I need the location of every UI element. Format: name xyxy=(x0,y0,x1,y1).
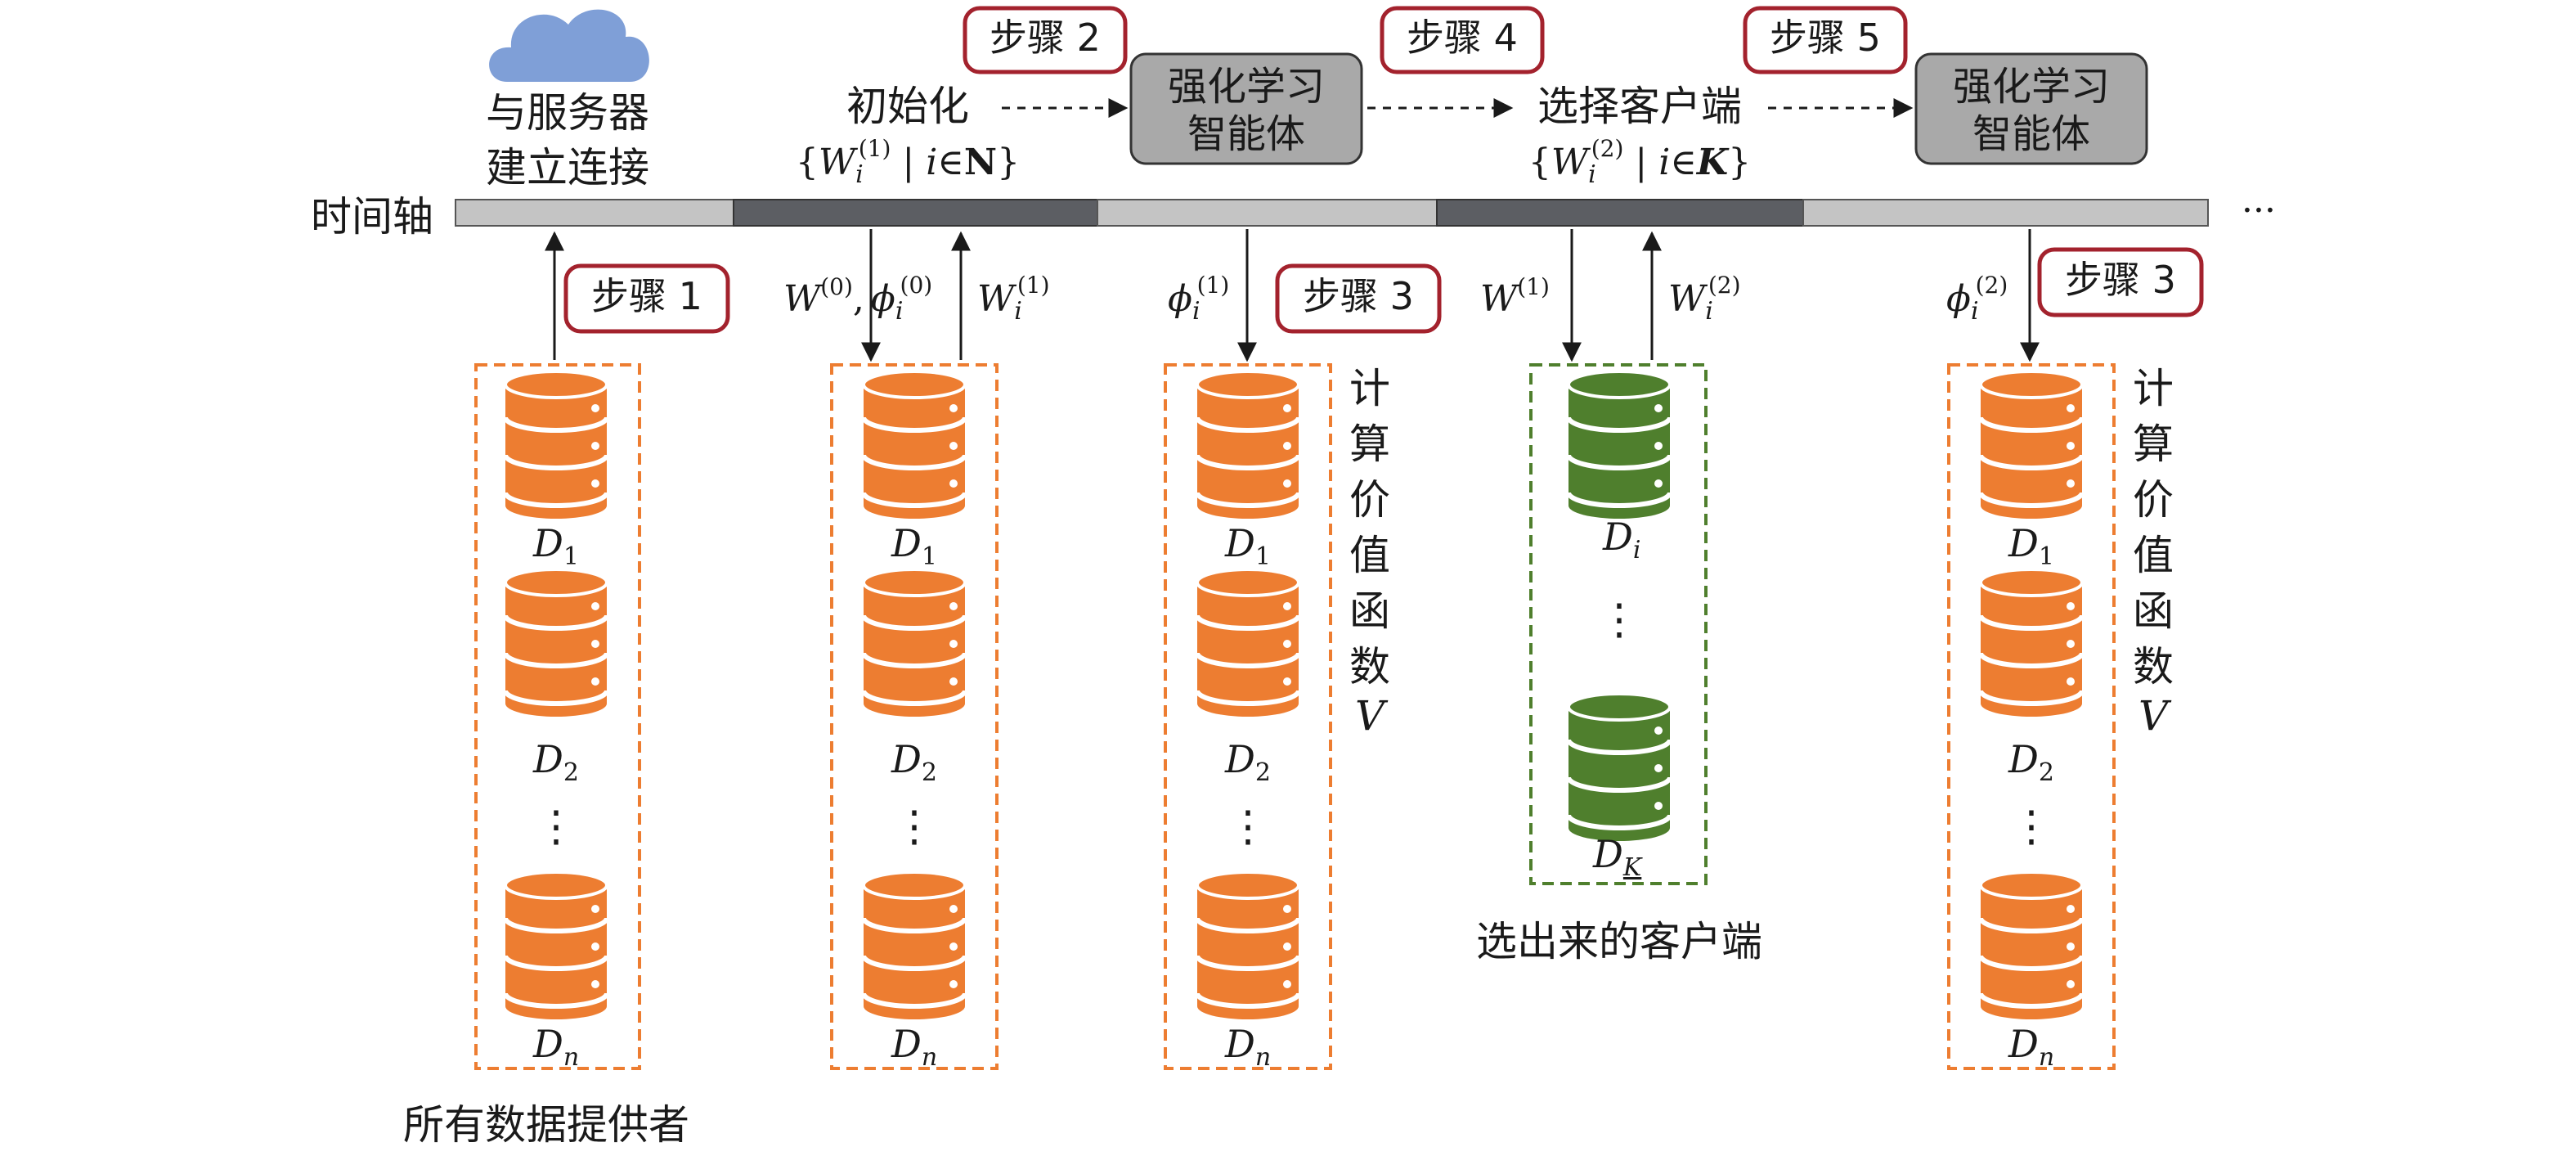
database-icon-providers-3 xyxy=(503,870,609,1019)
svg-text:函: 函 xyxy=(2133,587,2174,635)
db-label-Dn-value1: Dn xyxy=(1224,1022,1271,1072)
label-phi-i1: ϕi(1) xyxy=(1168,272,1229,326)
svg-text:算: 算 xyxy=(1349,421,1390,468)
vertical-ellipsis-value1: ⋮ xyxy=(1227,803,1269,852)
database-icon-value2-3 xyxy=(1978,870,2085,1019)
group-init-clients xyxy=(830,363,999,1070)
svg-text:价: 价 xyxy=(1349,476,1390,524)
svg-text:数: 数 xyxy=(2133,643,2174,690)
cloud-icon xyxy=(489,9,649,82)
db-label-Dn-init: Dn xyxy=(891,1022,937,1072)
svg-text:值: 值 xyxy=(1349,532,1390,579)
svg-text:计: 计 xyxy=(2133,365,2174,412)
db-label-D2-providers: D2 xyxy=(532,737,579,787)
timeline-label: 时间轴 xyxy=(311,193,433,241)
database-icon-providers-1 xyxy=(503,370,609,519)
db-label-D1-value2: D1 xyxy=(2008,521,2054,571)
svg-text:强化学习: 强化学习 xyxy=(1953,64,2110,110)
svg-text:数: 数 xyxy=(1349,643,1390,690)
step-3-badge-a: 步骤 3 xyxy=(1275,263,1442,334)
svg-text:智能体: 智能体 xyxy=(1972,111,2090,157)
init-label: 初始化 xyxy=(846,83,969,130)
server-connect-line1: 与服务器 xyxy=(486,89,649,137)
group-selected-clients xyxy=(1529,363,1708,885)
step-4-badge: 步骤 4 xyxy=(1380,6,1545,74)
database-icon-value1-2 xyxy=(1195,568,1301,717)
database-icon-value1-3 xyxy=(1195,870,1301,1019)
init-set-formula: {Wi(1) | i∈N} xyxy=(796,135,1020,189)
label-wi2: Wi(2) xyxy=(1668,272,1741,326)
database-icon-init-1 xyxy=(861,370,967,519)
timeline-bar xyxy=(455,199,2209,227)
db-label-D2-init: D2 xyxy=(891,737,937,787)
db-label-Dn-value2: Dn xyxy=(2008,1022,2054,1072)
database-icon-value2-2 xyxy=(1978,568,2085,717)
db-label-D2-value1: D2 xyxy=(1224,737,1271,787)
db-label-D1-init: D1 xyxy=(891,521,937,571)
server-connect-line2: 建立连接 xyxy=(486,144,649,191)
database-icon-value2-1 xyxy=(1978,370,2085,519)
step-2-badge: 步骤 2 xyxy=(963,6,1128,74)
vertical-ellipsis-providers: ⋮ xyxy=(535,803,577,852)
svg-text:步骤 3: 步骤 3 xyxy=(2065,258,2176,302)
database-icon-selected-i xyxy=(1566,370,1672,519)
label-wi1: Wi(1) xyxy=(977,272,1050,326)
svg-text:步骤 3: 步骤 3 xyxy=(1303,274,1414,318)
svg-text:V: V xyxy=(2138,692,2172,740)
label-w0-phi0: W(0),ϕi(0) xyxy=(783,272,932,326)
database-icon-selected-K xyxy=(1566,692,1672,841)
svg-text:步骤 1: 步骤 1 xyxy=(591,274,702,318)
svg-text:计: 计 xyxy=(1349,365,1390,412)
db-label-Di: Di xyxy=(1602,515,1641,565)
rl-agent-box-1: 强化学习 智能体 xyxy=(1129,52,1363,165)
caption-all-providers: 所有数据提供者 xyxy=(403,1101,689,1149)
select-set-formula: {Wi(2) | i∈K} xyxy=(1528,135,1751,189)
step-5-badge: 步骤 5 xyxy=(1743,6,1908,74)
label-w1: W(1) xyxy=(1480,273,1550,320)
step-1-badge: 步骤 1 xyxy=(563,263,730,334)
svg-text:步骤 4: 步骤 4 xyxy=(1407,16,1518,60)
db-label-DK: DK xyxy=(1592,832,1643,882)
group-all-providers xyxy=(474,363,641,1070)
svg-text:步骤 5: 步骤 5 xyxy=(1770,16,1881,60)
db-label-Dn-providers: Dn xyxy=(532,1022,579,1072)
rl-agent-box-2: 强化学习 智能体 xyxy=(1914,52,2148,165)
database-icon-init-3 xyxy=(861,870,967,1019)
database-icon-init-2 xyxy=(861,568,967,717)
svg-text:V: V xyxy=(1355,692,1389,740)
database-icon-value1-1 xyxy=(1195,370,1301,519)
svg-text:算: 算 xyxy=(2133,421,2174,468)
group-value-clients-1 xyxy=(1164,363,1332,1070)
db-label-D1-value1: D1 xyxy=(1224,521,1271,571)
label-phi-i2: ϕi(2) xyxy=(1946,272,2008,326)
vertical-ellipsis-init: ⋮ xyxy=(893,803,936,852)
db-label-D1-providers: D1 xyxy=(532,521,579,571)
vertical-ellipsis-selected: ⋮ xyxy=(1598,596,1640,645)
svg-text:值: 值 xyxy=(2133,532,2174,579)
svg-text:价: 价 xyxy=(2133,476,2174,524)
group-value-clients-2 xyxy=(1947,363,2116,1070)
svg-text:智能体: 智能体 xyxy=(1187,111,1305,157)
svg-text:函: 函 xyxy=(1349,587,1390,635)
timeline-continuation: ··· xyxy=(2242,190,2276,232)
step-3-badge-b: 步骤 3 xyxy=(2037,247,2204,317)
caption-selected-clients: 选出来的客户端 xyxy=(1476,918,1762,965)
database-icon-providers-2 xyxy=(503,568,609,717)
svg-text:步骤 2: 步骤 2 xyxy=(990,16,1101,60)
svg-text:强化学习: 强化学习 xyxy=(1168,64,1325,110)
vertical-ellipsis-value2: ⋮ xyxy=(2010,803,2053,852)
select-clients-label: 选择客户端 xyxy=(1537,83,1742,130)
db-label-D2-value2: D2 xyxy=(2008,737,2054,787)
